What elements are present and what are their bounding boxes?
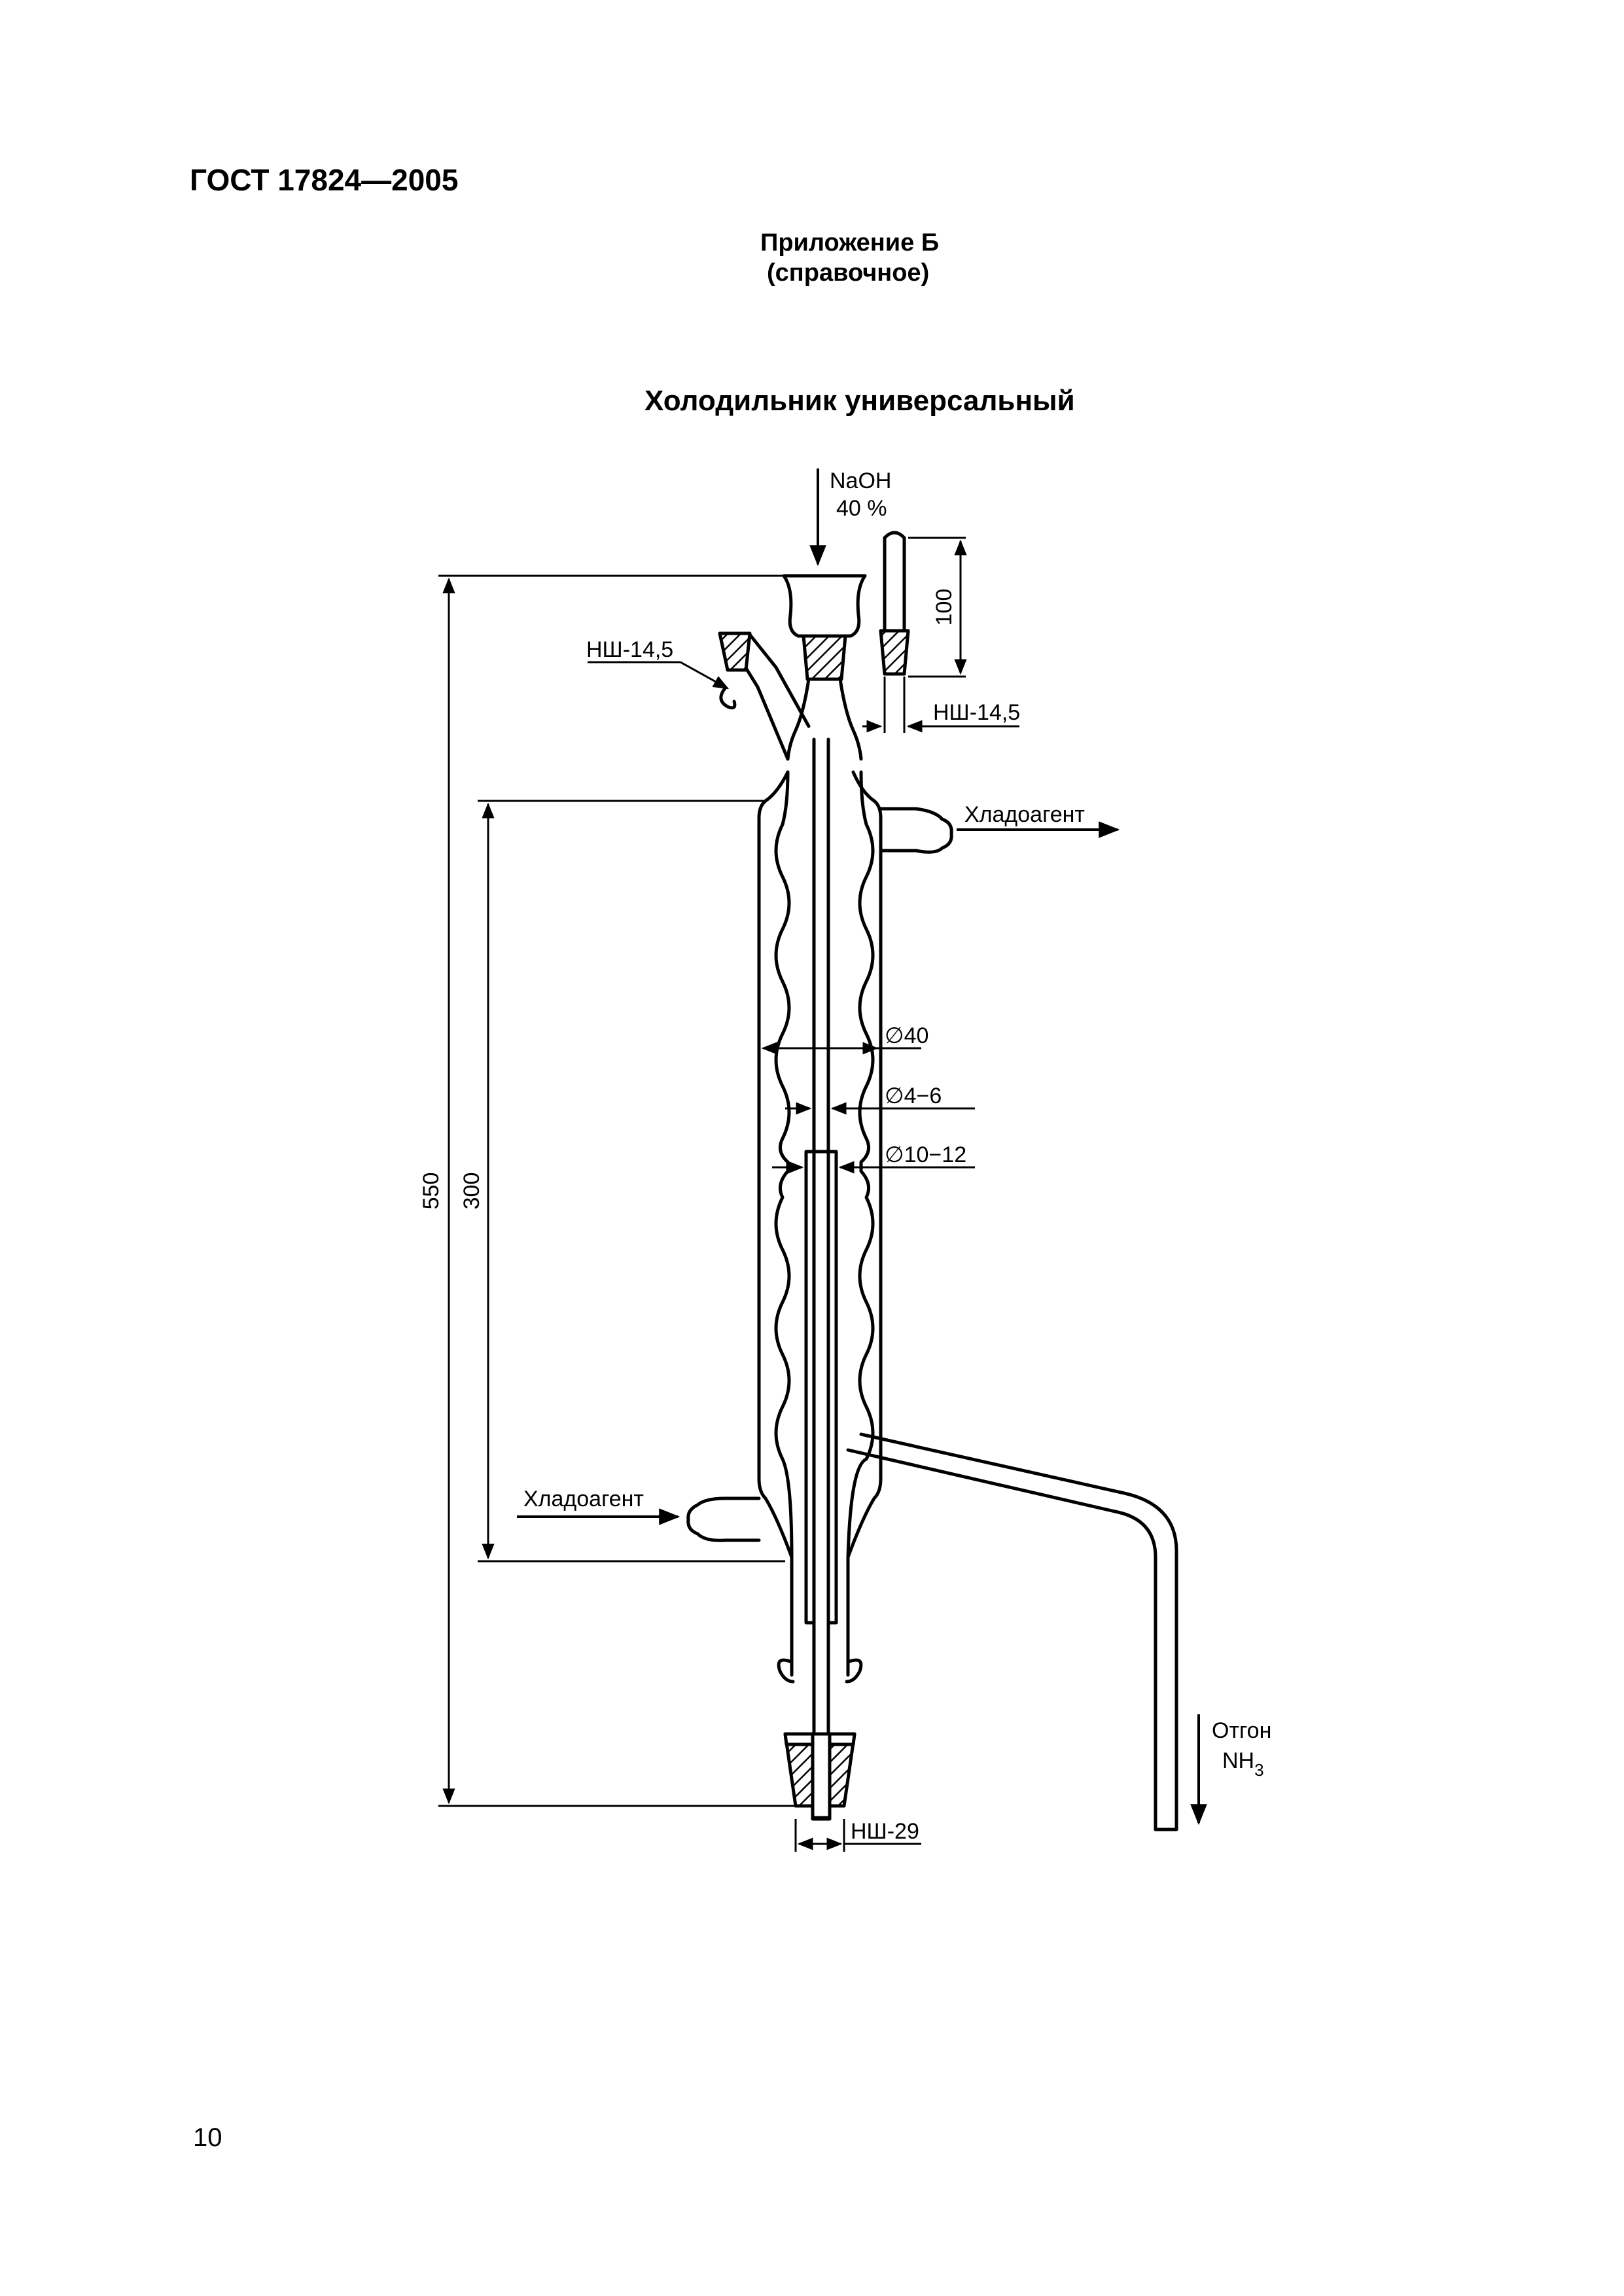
distillate-label: Отгон <box>1212 1718 1271 1743</box>
coolant-outlet-nozzle <box>879 807 953 854</box>
glass-rod <box>883 531 906 633</box>
neck <box>786 677 863 761</box>
inner-coil-right <box>846 770 875 1677</box>
figure-title: Холодильник универсальный <box>644 385 1075 417</box>
top-cup <box>782 574 867 638</box>
diameter-10-12-label: ∅10−12 <box>885 1142 966 1167</box>
side-stopper <box>718 631 752 672</box>
coolant-inlet-nozzle <box>686 1496 761 1542</box>
standard-designation: ГОСТ 17824—2005 <box>190 163 459 197</box>
distillate-outlet <box>846 1432 1178 1831</box>
bottom-joint-label: НШ-29 <box>851 1819 919 1844</box>
top-stopper <box>802 634 847 681</box>
central-tube <box>812 737 830 1154</box>
dimension-550-label: 550 <box>419 1173 444 1210</box>
dimension-100-label: 100 <box>932 589 957 626</box>
side-hook <box>719 686 737 710</box>
rod-joint-label: НШ-14,5 <box>933 700 1020 725</box>
page-number: 10 <box>193 2123 222 2152</box>
bottom-hooks <box>777 1658 863 1684</box>
appendix-note: (справочное) <box>767 259 930 287</box>
side-joint-label: НШ-14,5 <box>586 637 673 662</box>
coolant-in-label: Хладоагент <box>523 1487 644 1511</box>
diameter-40-label: ∅40 <box>885 1023 928 1048</box>
naoh-label-line1: NaOH <box>830 468 891 493</box>
rod-stopper <box>879 629 910 676</box>
diameter-4-6-label: ∅4−6 <box>885 1084 942 1108</box>
naoh-label-line2: 40 % <box>836 496 887 521</box>
inner-coil-left <box>774 770 794 1677</box>
appendix-title: Приложение Б <box>760 229 940 256</box>
inserted-tube <box>804 1150 838 1821</box>
dimension-300-label: 300 <box>459 1173 484 1210</box>
distillate-nh-label: NH3 <box>1222 1748 1264 1780</box>
coolant-out-label: Хладоагент <box>964 802 1085 827</box>
